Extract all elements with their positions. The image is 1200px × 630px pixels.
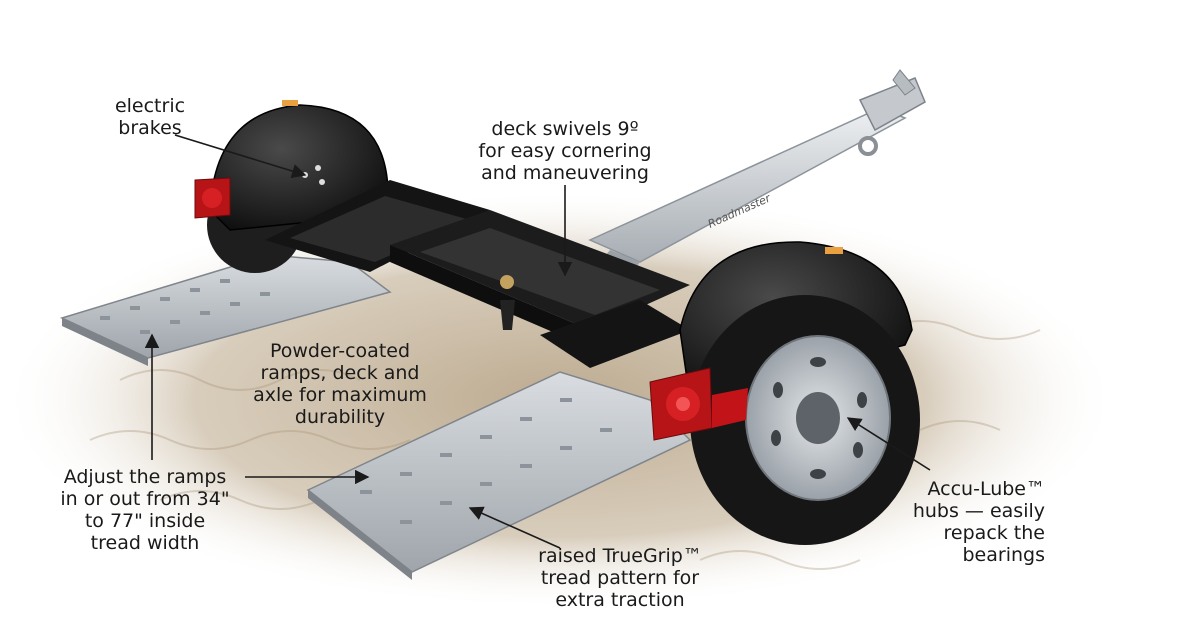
callout-line: extra traction bbox=[555, 589, 685, 611]
callout-truegrip: raised TrueGrip™ tread pattern for extra… bbox=[520, 545, 720, 611]
callout-line: for easy cornering bbox=[478, 140, 652, 162]
callout-line: and maneuvering bbox=[481, 162, 649, 184]
callout-line: durability bbox=[294, 406, 386, 428]
right-wheel-assembly bbox=[649, 241, 920, 545]
callout-line: bearings bbox=[962, 544, 1046, 566]
callout-line: Adjust the ramps bbox=[63, 466, 227, 488]
callout-deck-swivels: deck swivels 9º for easy cornering and m… bbox=[470, 118, 660, 184]
callout-adjust-ramps: Adjust the ramps in or out from 34" to 7… bbox=[40, 466, 250, 554]
callout-line: tread pattern for bbox=[540, 567, 700, 589]
arrow-truegrip bbox=[468, 506, 561, 549]
arrow-electric-brakes bbox=[174, 134, 307, 179]
callout-electric-brakes: electric brakes bbox=[100, 95, 200, 139]
callout-line: repack the bbox=[943, 522, 1045, 544]
callout-line: to 77" inside bbox=[84, 510, 206, 532]
callout-line: Accu-Lube™ bbox=[927, 478, 1046, 500]
callout-line: tread width bbox=[90, 532, 200, 554]
right-ramp bbox=[306, 371, 692, 580]
paving-texture bbox=[89, 320, 1041, 570]
callout-line: brakes bbox=[118, 117, 182, 139]
callout-line: hubs — easily bbox=[912, 500, 1045, 522]
deck-frame bbox=[265, 180, 690, 368]
callout-line: axle for maximum bbox=[253, 384, 427, 406]
callout-line: raised TrueGrip™ bbox=[538, 545, 702, 567]
callout-arrows bbox=[144, 134, 931, 549]
callout-line: in or out from 34" bbox=[60, 488, 230, 510]
callout-line: ramps, deck and bbox=[260, 362, 420, 384]
arrow-accu-lube bbox=[846, 417, 931, 471]
callout-accu-lube: Accu-Lube™ hubs — easily repack the bear… bbox=[880, 478, 1045, 566]
callout-line: deck swivels 9º bbox=[491, 118, 639, 140]
callout-line: electric bbox=[114, 95, 186, 117]
callout-powder-coated: Powder-coated ramps, deck and axle for m… bbox=[235, 340, 445, 428]
callout-line: Powder-coated bbox=[269, 340, 411, 362]
